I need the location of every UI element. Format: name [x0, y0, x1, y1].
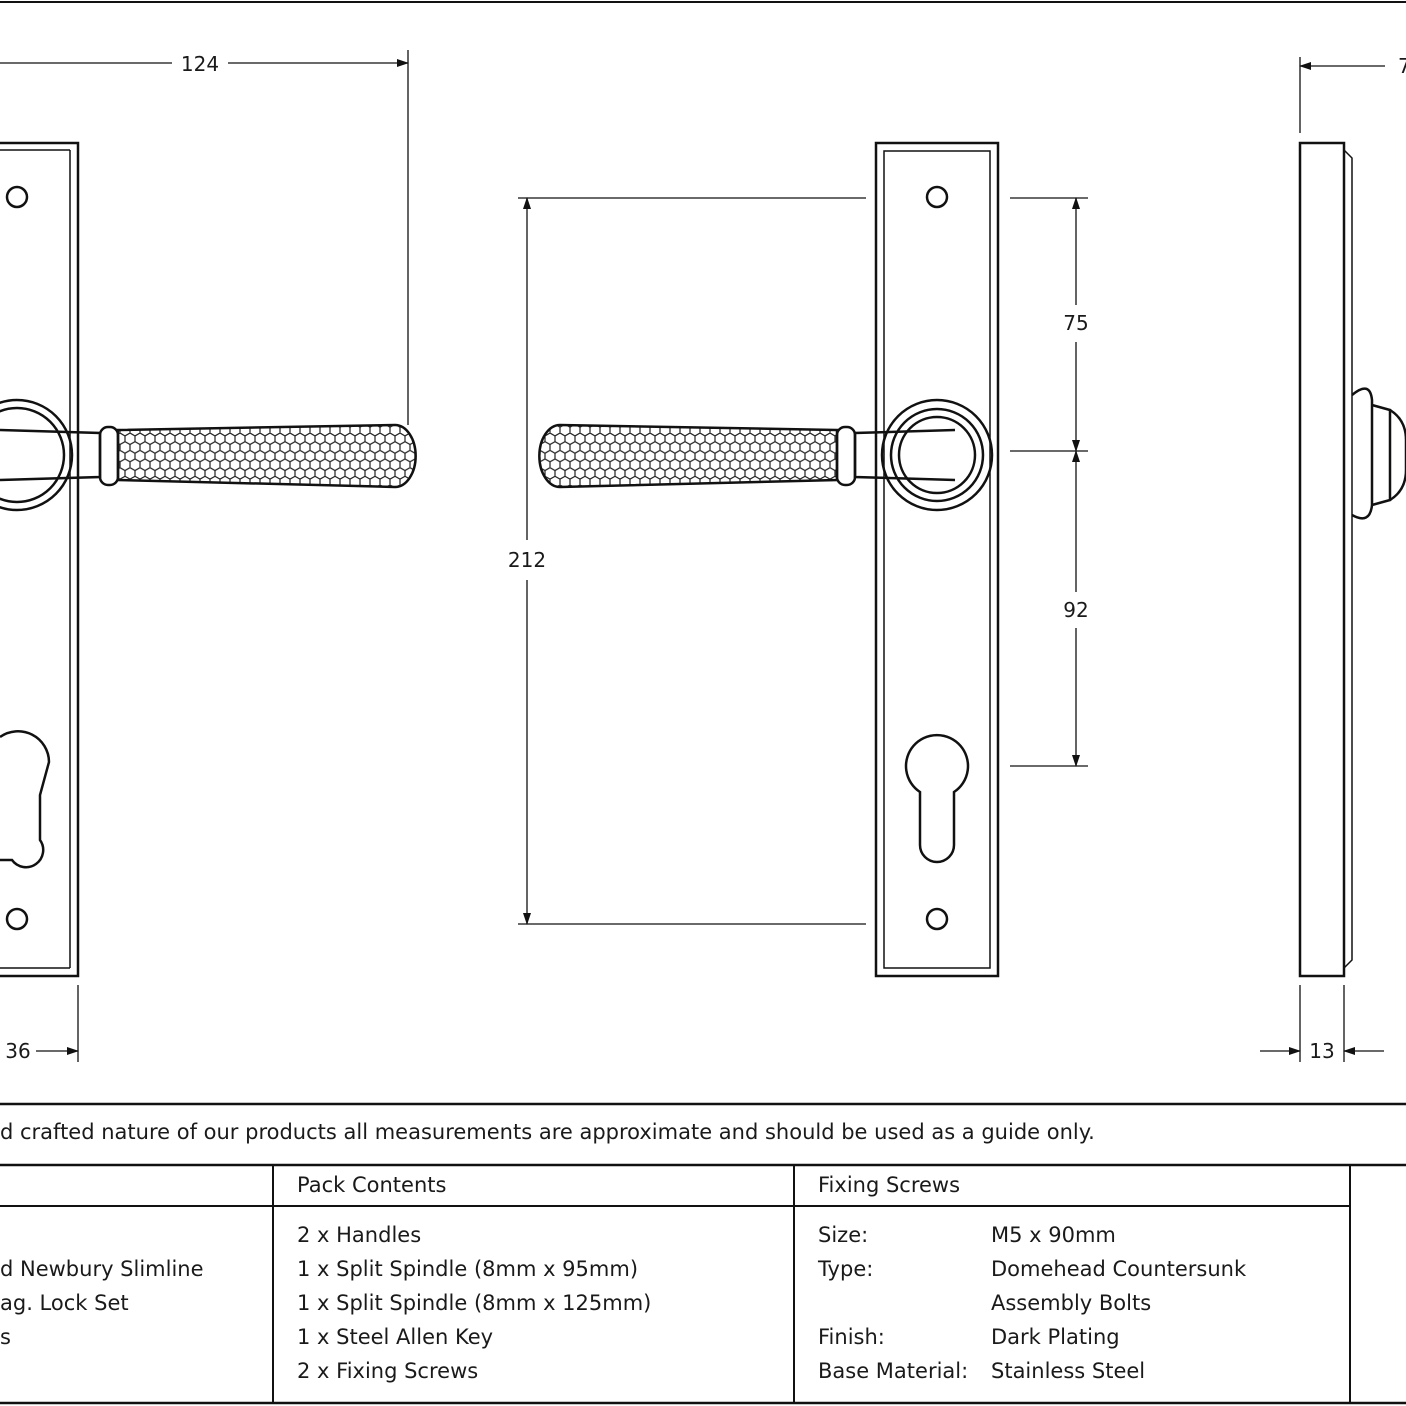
- dim-92-label: 92: [1063, 598, 1088, 622]
- side-profile-view: [1298, 141, 1406, 978]
- center-handle-view: [538, 141, 1000, 978]
- pack-contents-header: Pack Contents: [297, 1173, 447, 1197]
- spec-value: M5 x 90mm: [991, 1223, 1116, 1247]
- product-name-line-2: ag. Lock Set: [0, 1291, 129, 1315]
- spec-value: Assembly Bolts: [991, 1291, 1152, 1315]
- spec-value: Dark Plating: [991, 1325, 1120, 1349]
- measurement-disclaimer: d crafted nature of our products all mea…: [0, 1120, 1095, 1144]
- pack-item: 2 x Fixing Screws: [297, 1359, 479, 1383]
- spec-label: Type:: [818, 1257, 874, 1281]
- dim-124-label: 124: [181, 52, 219, 76]
- spec-label: Size:: [818, 1223, 869, 1247]
- fixing-screws-header: Fixing Screws: [818, 1173, 961, 1197]
- spec-value: Domehead Countersunk: [991, 1257, 1247, 1281]
- dim-75-label: 75: [1063, 311, 1088, 335]
- dim-36-label: 36: [5, 1039, 30, 1063]
- spec-label: Finish:: [818, 1325, 885, 1349]
- dim-13-label: 13: [1309, 1039, 1334, 1063]
- product-name-line-1: d Newbury Slimline: [0, 1257, 204, 1281]
- spec-label: Base Material:: [818, 1359, 969, 1383]
- product-name-line-3: s: [0, 1325, 11, 1349]
- dim-7-label: 7: [1398, 54, 1406, 78]
- left-handle-view: [0, 141, 417, 978]
- spec-value: Stainless Steel: [991, 1359, 1146, 1383]
- pack-item: 1 x Split Spindle (8mm x 95mm): [297, 1257, 639, 1281]
- spec-table-lines: [0, 1102, 1406, 1405]
- pack-item: 2 x Handles: [297, 1223, 422, 1247]
- pack-item: 1 x Steel Allen Key: [297, 1325, 494, 1349]
- dim-212-label: 212: [508, 548, 546, 572]
- pack-item: 1 x Split Spindle (8mm x 125mm): [297, 1291, 652, 1315]
